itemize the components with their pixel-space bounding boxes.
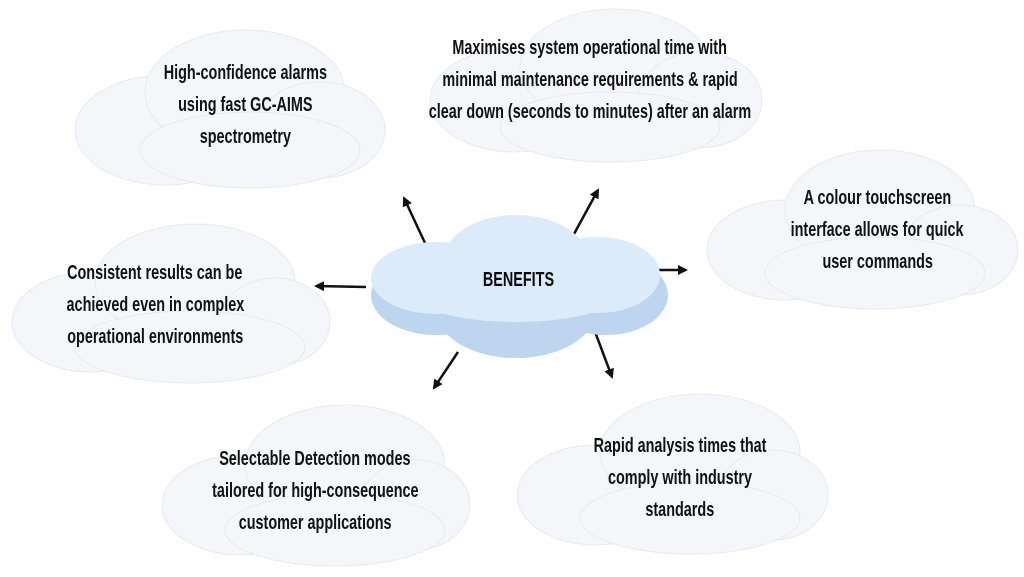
center-cloud-shape [371, 215, 668, 358]
cloud-shape [74, 29, 386, 189]
benefit-line: comply with industry [607, 467, 753, 489]
benefit-line: A colour touchscreen [803, 187, 952, 209]
benefit-line: customer applications [238, 512, 392, 534]
arrow-to-top-left [402, 196, 427, 244]
arrow-to-top-center [572, 188, 600, 235]
cloud-shape [429, 8, 763, 163]
cloud-shape [706, 149, 1019, 310]
benefit-cloud-bottom-left: Selectable Detection modes tailored for … [160, 400, 471, 570]
arrow-to-bottom-right [592, 328, 614, 379]
benefit-cloud-bottom-right: Rapid analysis times that comply with in… [515, 390, 829, 560]
benefit-line: using fast GC-AIMS [177, 94, 313, 116]
benefit-line: standards [645, 499, 715, 521]
cloud-shape [11, 223, 331, 384]
center-title: BENEFITS [482, 269, 555, 291]
benefit-cloud-top-center: Maximises system operational time with m… [400, 5, 780, 165]
arrow-to-bottom-left [432, 351, 460, 390]
arrow-to-left [314, 281, 367, 292]
benefit-line: High-confidence alarms [163, 62, 327, 84]
benefit-line: minimal maintenance requirements & rapid [442, 69, 738, 91]
benefit-line: Rapid analysis times that [593, 435, 767, 457]
cloud-shape [516, 393, 829, 555]
benefit-line: Consistent results can be [67, 261, 243, 284]
benefit-cloud-left: Consistent results can be achieved even … [10, 222, 331, 387]
benefit-line: Selectable Detection modes [219, 448, 411, 470]
benefit-cloud-right: A colour touchscreen interface allows fo… [705, 145, 1020, 315]
benefit-line: clear down (seconds to minutes) after an… [428, 101, 752, 123]
benefit-line: user commands [822, 251, 933, 273]
cloud-shape [161, 404, 471, 567]
benefit-line: operational environments [66, 325, 244, 348]
benefit-line: tailored for high-consequence [211, 480, 419, 502]
center-cloud: BENEFITS [366, 200, 671, 360]
benefit-line: Maximises system operational time with [452, 37, 728, 59]
benefit-line: interface allows for quick [791, 219, 964, 241]
benefit-line: spectrometry [199, 126, 291, 148]
benefit-cloud-top-left: High-confidence alarms using fast GC-AIM… [70, 20, 390, 190]
benefit-line: achieved even in complex [66, 293, 244, 316]
